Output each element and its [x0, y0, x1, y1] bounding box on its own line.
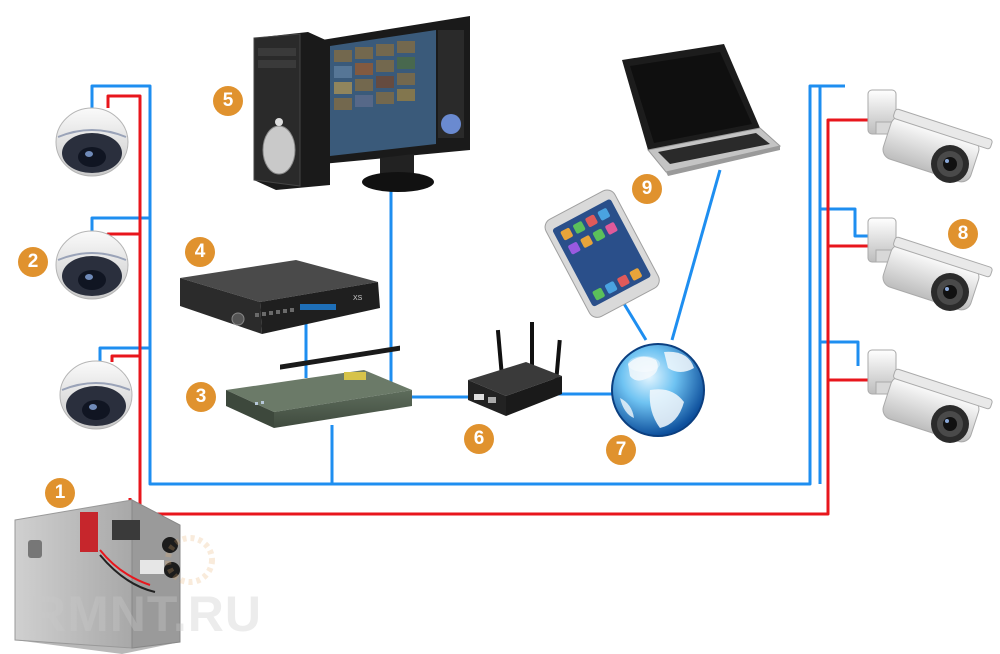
badge-power-supply: 1	[45, 478, 75, 508]
dome-camera-3	[59, 360, 133, 430]
router-icon	[468, 322, 562, 416]
network-cable-right-cam-3	[820, 340, 860, 366]
badge-dome-cameras: 2	[18, 247, 48, 277]
network-cable-laptop-globe	[670, 169, 722, 341]
globe-icon	[611, 343, 705, 437]
power-cable-dome-3	[110, 354, 140, 362]
badge-mobile-devices: 9	[632, 174, 662, 204]
dome-camera-2	[55, 230, 129, 300]
watermark-gear-icon	[165, 535, 215, 585]
badge-router: 6	[464, 424, 494, 454]
power-supply-icon	[14, 499, 181, 654]
monitor-icon	[322, 16, 470, 192]
badge-switch: 3	[186, 382, 216, 412]
watermark-text: RMNT.RU	[30, 586, 262, 642]
nvr-icon: XS	[180, 260, 380, 334]
bullet-camera-2	[867, 217, 993, 311]
network-cable-right-cam-2	[820, 207, 868, 238]
svg-text:XS: XS	[353, 295, 363, 302]
badge-bullet-cameras: 8	[948, 219, 978, 249]
laptop-icon	[622, 44, 782, 176]
bullet-camera-1	[867, 89, 993, 183]
network-cable-dome-2	[90, 216, 150, 232]
smartphone-icon	[544, 189, 660, 318]
badge-computer: 5	[213, 86, 243, 116]
monitor-camera-grid	[334, 41, 415, 110]
badge-internet: 7	[606, 435, 636, 465]
network-cable-dome-3	[98, 346, 150, 362]
pc-tower-icon	[253, 32, 330, 190]
badge-recorder: 4	[185, 237, 215, 267]
switch-icon	[226, 345, 412, 428]
network-cable-left-trunk	[90, 84, 845, 486]
bullet-camera-3	[867, 349, 993, 443]
dome-camera-1	[55, 107, 129, 177]
